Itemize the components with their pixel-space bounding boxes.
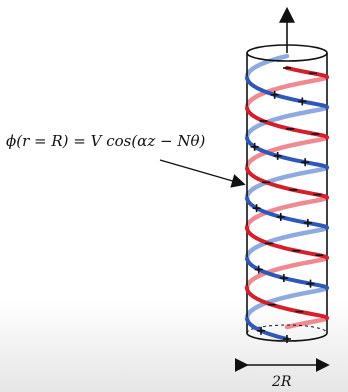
red-strand-front <box>245 285 330 321</box>
blue-strand-back <box>244 105 330 141</box>
positive-charge-mark <box>276 212 285 221</box>
positive-charge-mark <box>301 158 310 167</box>
blue-strand-back <box>244 285 330 322</box>
bottom-shadow <box>0 300 348 392</box>
helix-back-strands <box>244 53 330 330</box>
red-strand-back <box>244 135 330 171</box>
positive-charge-mark <box>303 218 312 227</box>
positive-charge-mark <box>250 142 259 151</box>
red-strand-back <box>284 315 330 330</box>
red-strand-back <box>244 75 330 111</box>
positive-charge-mark <box>257 326 266 335</box>
positive-charge-mark <box>306 279 315 288</box>
positive-charge-mark <box>270 90 279 99</box>
positive-charge-mark <box>273 151 282 160</box>
blue-strand-back <box>244 225 330 262</box>
potential-equation: ϕ(r = R) = V cos(αz − Nθ) <box>6 132 205 150</box>
positive-charge-mark <box>252 204 261 213</box>
positive-charge-mark <box>279 274 288 283</box>
positive-charge-mark <box>254 265 263 274</box>
positive-charge-mark <box>282 335 291 343</box>
positive-charge-mark <box>298 97 307 106</box>
blue-strand-front <box>245 256 330 291</box>
charge-markers <box>250 67 324 343</box>
cylinder-bottom-back <box>246 324 328 334</box>
equation-pointer-arrow <box>159 159 246 188</box>
blue-strand-front <box>245 196 330 230</box>
blue-strand-front <box>245 76 330 110</box>
blue-strand-back <box>244 165 330 201</box>
red-strand-back <box>244 195 330 230</box>
red-strand-back <box>244 255 330 291</box>
width-label: 2R <box>271 374 292 390</box>
red-strand-front <box>285 66 330 80</box>
